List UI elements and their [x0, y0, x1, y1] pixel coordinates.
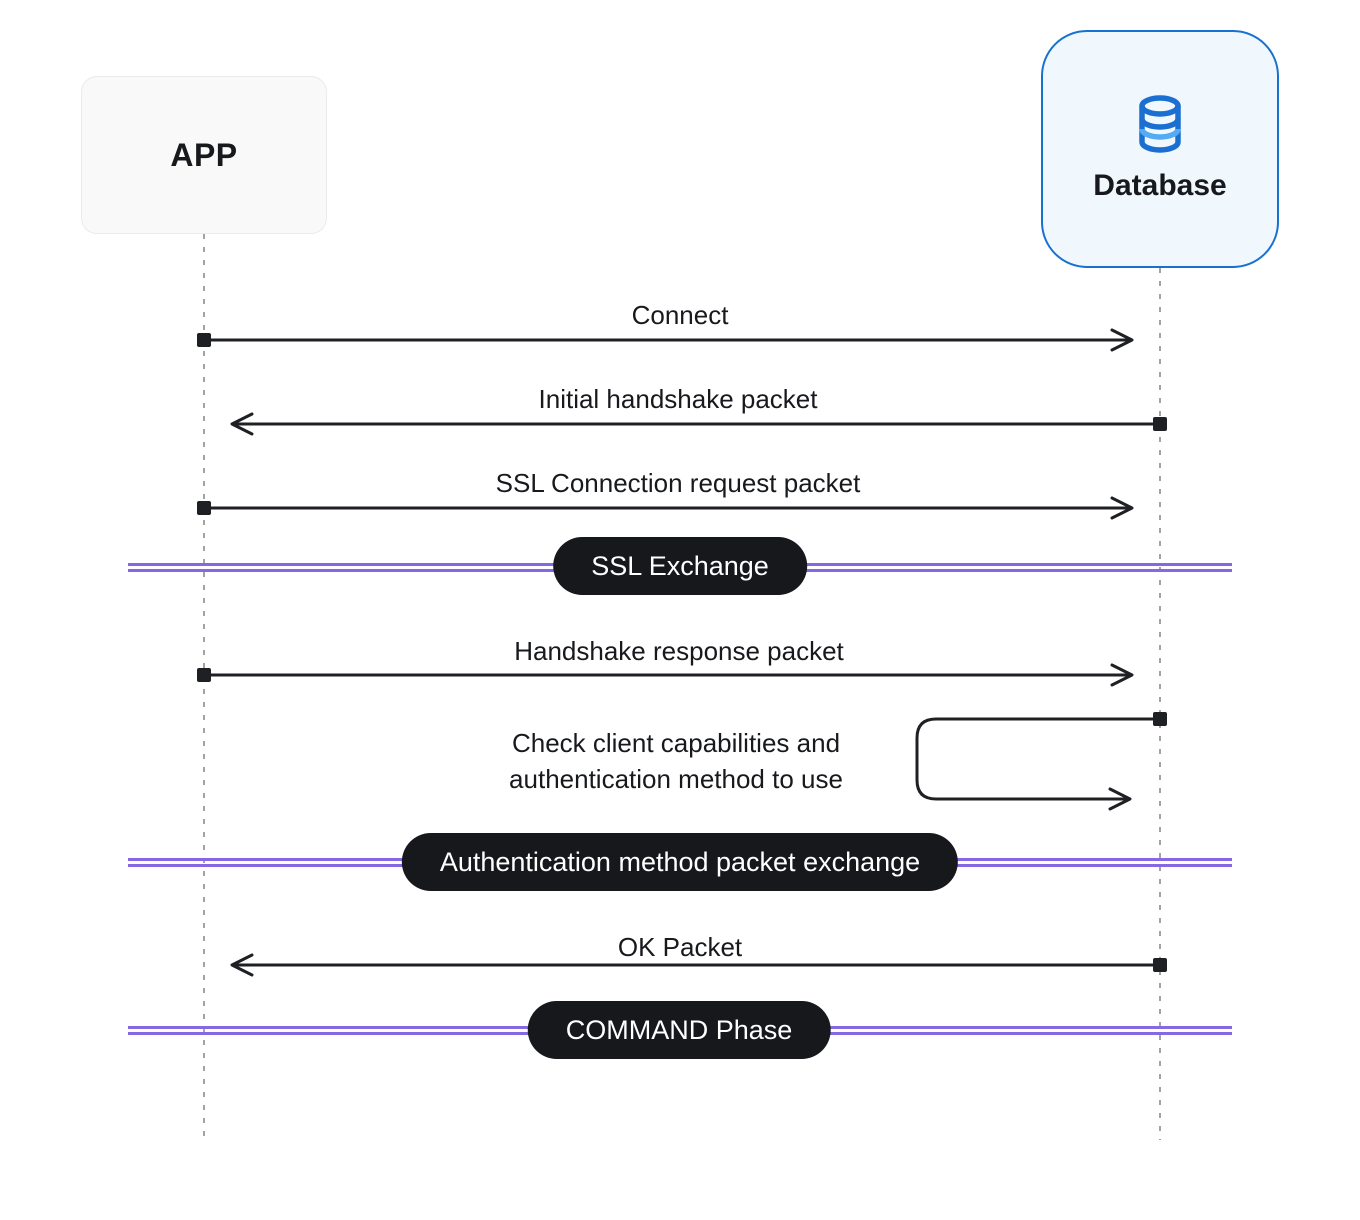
phase-pill-authentication: Authentication method packet exchange — [401, 833, 959, 891]
database-icon — [1139, 95, 1181, 153]
self-loop-check-capabilities — [915, 712, 1167, 811]
phase-pill-ssl-exchange: SSL Exchange — [553, 537, 807, 595]
phase-pill-command: COMMAND Phase — [527, 1001, 831, 1059]
message-label-initial-handshake: Initial handshake packet — [538, 384, 818, 414]
arrow-ok-packet — [230, 953, 1167, 977]
message-label-ssl-request: SSL Connection request packet — [495, 468, 861, 498]
actor-database-label: Database — [1093, 169, 1227, 202]
message-label-handshake-response: Handshake response packet — [514, 636, 844, 666]
self-message-line1: Check client capabilities and — [511, 728, 841, 758]
actor-app-label: APP — [170, 136, 238, 173]
arrow-connect — [197, 328, 1134, 352]
arrow-handshake-response — [197, 663, 1134, 687]
self-message-line2: authentication method to use — [509, 764, 843, 794]
arrow-ssl-request — [197, 496, 1134, 520]
actor-database: Database — [1041, 30, 1279, 268]
arrow-initial-handshake — [230, 412, 1167, 436]
actor-app: APP — [81, 76, 327, 234]
self-message-label: Check client capabilities and authentica… — [509, 725, 843, 797]
message-label-connect: Connect — [631, 300, 729, 330]
message-label-ok-packet: OK Packet — [617, 932, 743, 962]
